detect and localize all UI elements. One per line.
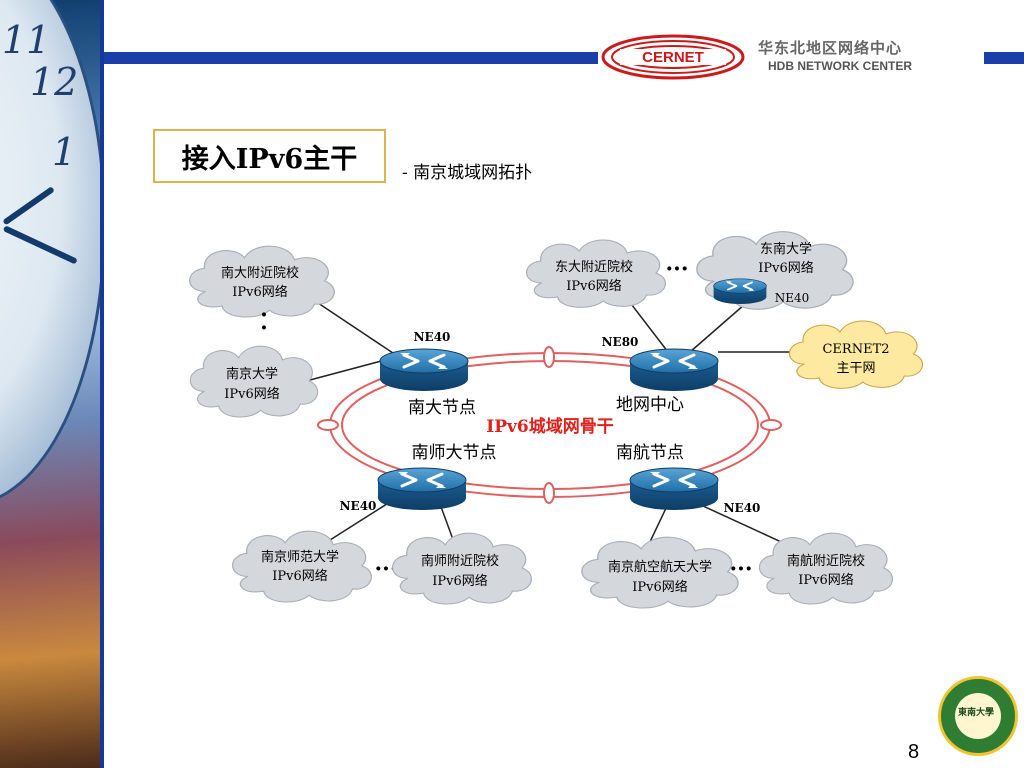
cloud-nanda-nearby-line2: IPv6网络	[232, 284, 288, 300]
ring-connector	[543, 482, 555, 504]
seal-text: 東南大學	[957, 708, 994, 718]
ring-label: IPv6城域网骨干	[486, 416, 613, 437]
cloud-nuaa-line2: IPv6网络	[632, 579, 688, 595]
seal-center	[955, 693, 1001, 739]
cernet-logo-text: CERNET	[642, 49, 704, 66]
horizontal-ellipsis: ···	[730, 556, 753, 582]
node-label-nanda: 南大节点	[408, 398, 476, 418]
header-bar-right	[984, 52, 1024, 64]
vertical-ellipsis: ·	[260, 315, 268, 341]
clock-numeral-11: 11	[2, 18, 51, 62]
model-diwang: NE80	[602, 335, 639, 349]
cloud-seu-nearby-line2: IPv6网络	[566, 278, 622, 294]
center-name-cn: 华东北地区网络中心	[758, 39, 903, 57]
model-nanhang: NE40	[724, 501, 761, 515]
router-nanda	[378, 347, 470, 393]
router-diwang	[628, 347, 720, 393]
slide-title: 接入IPv6主干	[153, 129, 386, 183]
page-number: 8	[908, 741, 920, 763]
cloud-nju-line1: 南京大学	[226, 366, 278, 382]
node-label-nanhang: 南航节点	[616, 443, 684, 463]
ring-connector	[760, 419, 782, 431]
vertical-ellipsis: ·	[260, 302, 268, 328]
cloud-njnu-nearby-line1: 南师附近院校	[421, 553, 499, 569]
cloud-njnu-line2: IPv6网络	[272, 568, 328, 584]
cloud-seu-nearby-line1: 东大附近院校	[555, 259, 633, 275]
router-dongnan	[712, 277, 768, 305]
decorative-clock-strip: 11 12 1	[0, 0, 104, 768]
model-nanshi: NE40	[340, 499, 377, 513]
router-nanhang	[628, 466, 720, 512]
cloud-nanda-nearby-line1: 南大附近院校	[221, 265, 299, 281]
clock-numeral-1: 1	[52, 130, 77, 174]
model-nanda: NE40	[414, 330, 451, 344]
cloud-nuaa-nearby-line2: IPv6网络	[798, 572, 854, 588]
ring-connector	[317, 419, 339, 431]
ring-connector	[543, 346, 555, 368]
left-border-line	[100, 0, 104, 768]
node-label-diwang: 地网中心	[616, 395, 684, 415]
model-dongnan: NE40	[775, 291, 810, 305]
horizontal-ellipsis: ···	[375, 556, 398, 582]
cloud-njnu-line1: 南京师范大学	[261, 549, 339, 565]
cloud-nuaa-nearby-line1: 南航附近院校	[787, 553, 865, 569]
cloud-cernet2-line1: CERNET2	[822, 342, 889, 357]
slide-subtitle: - 南京城域网拓扑	[402, 163, 533, 183]
cloud-nuaa-line1: 南京航空航天大学	[608, 559, 712, 575]
cloud-nju-line2: IPv6网络	[224, 386, 280, 402]
horizontal-ellipsis: ···	[666, 256, 689, 282]
header-bar	[104, 52, 598, 64]
cloud-cernet2-line2: 主干网	[836, 361, 875, 376]
clock-numeral-12: 12	[30, 60, 79, 104]
cloud-seu-line2: IPv6网络	[758, 260, 814, 276]
node-label-nanshi: 南师大节点	[412, 443, 497, 463]
university-seal: 東南大學	[938, 676, 1018, 756]
cernet-logo: CERNET	[598, 32, 748, 82]
cloud-njnu	[231, 530, 373, 603]
cloud-njnu-nearby-line2: IPv6网络	[432, 573, 488, 589]
center-name-en: HDB NETWORK CENTER	[768, 59, 912, 73]
cloud-seu-line1: 东南大学	[760, 241, 812, 257]
router-nanshi	[376, 466, 468, 512]
